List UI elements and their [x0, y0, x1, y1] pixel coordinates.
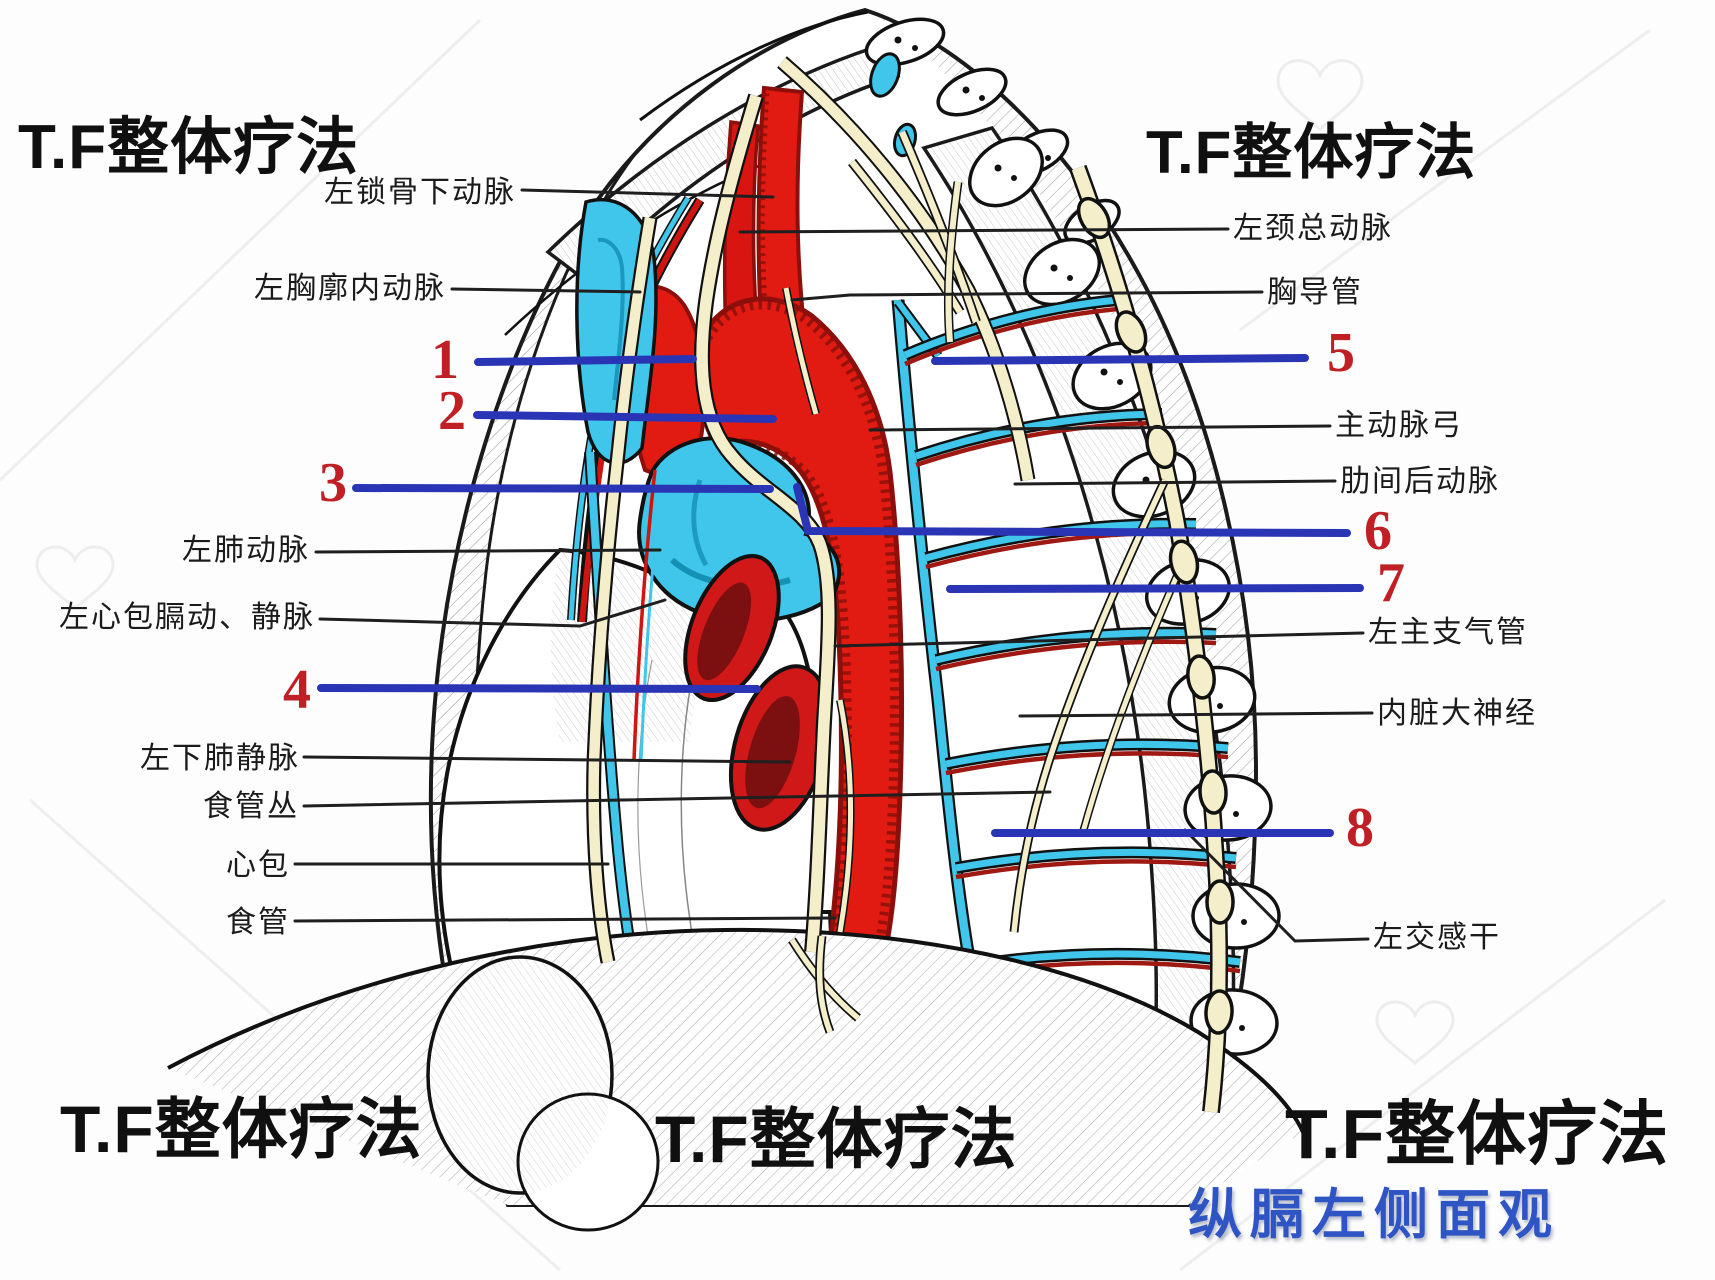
leader-left-common-carotid — [738, 227, 1230, 234]
pointer-line-3 — [352, 484, 774, 493]
nerves — [586, 56, 1235, 1114]
figure-title: 纵膈左侧面观 — [1188, 1185, 1560, 1245]
label-left-main-bronchus: 左主支气管 — [1368, 616, 1528, 649]
leader-left-subclavian — [520, 188, 775, 199]
leader-left-inferior-pulmonary-vein — [302, 755, 792, 764]
pointer-line-1 — [474, 355, 697, 366]
watermark-bottom-right: T.F整体疗法 — [1285, 1095, 1670, 1173]
heart-watermark-icon — [1276, 59, 1364, 131]
leader-greater-splanchnic — [1018, 711, 1374, 718]
pointer-line-5 — [931, 354, 1309, 365]
number-label-7: 7 — [1377, 552, 1405, 614]
heart-watermark-icon — [35, 545, 115, 610]
heart-watermark-icon — [1375, 1000, 1455, 1065]
number-label-2: 2 — [438, 380, 466, 442]
label-left-internal-thoracic-artery: 左胸廓内动脉 — [254, 272, 446, 305]
label-left-subclavian-artery: 左锁骨下动脉 — [324, 176, 516, 209]
pericardiacophrenic-vessels — [632, 469, 657, 761]
leader-esophagus — [293, 916, 837, 923]
watermark-top-left: T.F整体疗法 — [18, 113, 360, 182]
label-left-common-carotid-artery: 左颈总动脉 — [1233, 212, 1393, 245]
leader-left-main-bronchus — [833, 631, 1365, 648]
label-left-sympathetic-trunk: 左交感干 — [1373, 921, 1501, 954]
diaphragm — [167, 927, 1305, 1232]
left-inferior-pulmonary-vein — [728, 664, 832, 832]
label-esophagus: 食管 — [226, 906, 290, 939]
leader-internal-thoracic — [450, 287, 642, 294]
pointer-line-6 — [793, 483, 1351, 537]
label-greater-splanchnic-nerve: 内脏大神经 — [1377, 697, 1537, 730]
pointer-line-2 — [473, 411, 777, 423]
number-label-6: 6 — [1364, 500, 1392, 562]
watermark-bottom-center: T.F整体疗法 — [655, 1102, 1018, 1176]
leader-thoracic-duct — [790, 290, 1264, 302]
leader-sympathetic-trunk — [1183, 828, 1370, 943]
leader-aortic-arch — [868, 424, 1332, 432]
pulmonary-veins — [683, 553, 832, 832]
pointer-line-7 — [946, 584, 1364, 593]
label-left-inferior-pulmonary-vein: 左下肺静脉 — [140, 742, 300, 775]
watermark-top-right: T.F整体疗法 — [1146, 119, 1477, 186]
hemiazygos-vein — [891, 299, 979, 977]
leader-esophageal-plexus — [302, 790, 1052, 808]
number-label-3: 3 — [319, 452, 347, 514]
leader-left-pulmonary-artery — [314, 548, 662, 554]
leader-lines — [293, 188, 1374, 943]
number-label-8: 8 — [1346, 797, 1374, 859]
label-aortic-arch: 主动脉弓 — [1335, 409, 1463, 442]
leader-pericardiacophrenic — [318, 598, 667, 628]
pointer-lines — [317, 354, 1364, 837]
label-left-pericardiacophrenic-vessels: 左心包膈动、静脉 — [59, 601, 315, 634]
label-esophageal-plexus: 食管丛 — [203, 790, 299, 823]
number-label-5: 5 — [1327, 322, 1355, 384]
label-left-pulmonary-artery: 左肺动脉 — [182, 534, 310, 567]
pointer-line-4 — [317, 684, 761, 693]
number-label-1: 1 — [431, 329, 459, 391]
number-label-4: 4 — [283, 659, 311, 721]
left-subclavian-artery — [756, 85, 809, 347]
label-thoracic-duct: 胸导管 — [1267, 276, 1363, 309]
leader-posterior-intercostal — [1013, 479, 1337, 486]
label-pericardium: 心包 — [226, 849, 290, 882]
watermark-bottom-left: T.F整体疗法 — [60, 1092, 423, 1166]
label-posterior-intercostal-artery: 肋间后动脉 — [1340, 465, 1500, 498]
